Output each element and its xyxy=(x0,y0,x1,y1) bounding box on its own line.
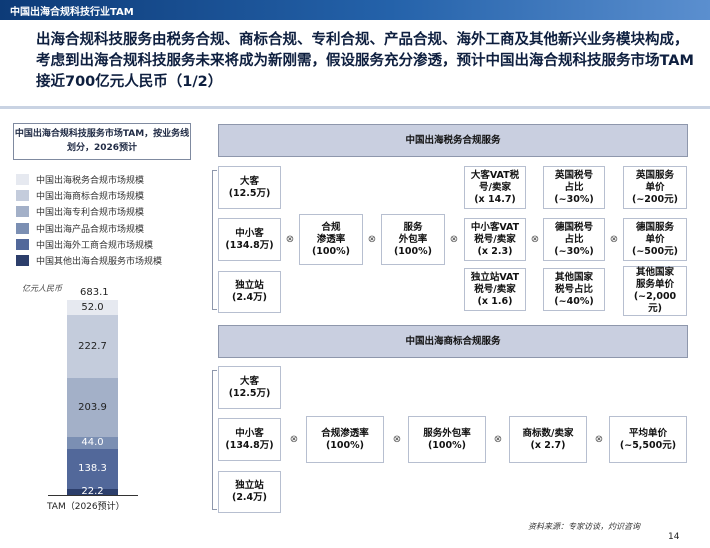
x-axis-line xyxy=(48,495,138,496)
bar-segment: 52.0 xyxy=(67,300,118,315)
legend-item: 中国出海外工商合规市场规模 xyxy=(16,236,162,252)
tax-section-title: 中国出海税务合规服务 xyxy=(218,124,688,157)
bar-segment: 222.7 xyxy=(67,314,118,379)
y-unit-label: 亿元人民币 xyxy=(22,284,62,293)
tax-price-uk: 英国服务 单价 (~200元) xyxy=(623,166,687,209)
tax-outsourcing-box: 服务 外包率 (100%) xyxy=(381,214,445,265)
tax-share-uk: 英国税号 占比 (~30%) xyxy=(543,166,605,209)
trademark-outsourcing-box: 服务外包率 (100%) xyxy=(408,416,486,463)
tax-segment-sme: 中小客 (134.8万) xyxy=(218,218,281,261)
legend: 中国出海税务合规市场规模中国出海商标合规市场规模中国出海专利合规市场规模中国出海… xyxy=(16,171,162,269)
trademark-penetration-box: 合规渗透率 (100%) xyxy=(306,416,384,463)
stacked-bar: 52.0 222.7 203.9 44.0 138.3 22.2 xyxy=(67,300,118,498)
multiply-icon: ⊗ xyxy=(367,234,377,245)
tax-segment-large: 大客 (12.5万) xyxy=(218,166,281,209)
multiply-icon: ⊗ xyxy=(530,234,540,245)
bar-segment-label: 44.0 xyxy=(81,437,104,449)
tax-vat-independent: 独立站VAT 税号/卖家 (x 1.6) xyxy=(464,268,526,311)
legend-swatch xyxy=(16,238,29,250)
legend-label: 中国出海外工商合规市场规模 xyxy=(36,240,154,251)
multiply-icon: ⊗ xyxy=(594,434,604,445)
trademark-segment-bracket xyxy=(212,370,217,510)
trademark-price-box: 平均单价 (~5,500元) xyxy=(609,416,687,463)
multiply-icon: ⊗ xyxy=(449,234,459,245)
legend-swatch xyxy=(16,255,29,267)
bar-segment: 203.9 xyxy=(67,378,118,437)
legend-item: 中国出海专利合规市场规模 xyxy=(16,204,162,220)
legend-label: 中国出海税务合规市场规模 xyxy=(36,175,145,186)
bar-segment-label: 222.7 xyxy=(78,341,107,353)
bar-segment-label: 203.9 xyxy=(78,402,107,413)
tax-price-de: 德国服务 单价 (~500元) xyxy=(623,218,687,261)
tax-vat-large: 大客VAT税 号/卖家 (x 14.7) xyxy=(464,166,526,209)
tax-price-other: 其他国家 服务单价 (~2,000 元) xyxy=(623,266,687,316)
trademark-segment-sme: 中小客 (134.8万) xyxy=(218,418,281,461)
legend-label: 中国出海商标合规市场规模 xyxy=(36,191,145,202)
multiply-icon: ⊗ xyxy=(493,434,503,445)
trademark-segment-large: 大客 (12.5万) xyxy=(218,366,281,409)
multiply-icon: ⊗ xyxy=(285,234,295,245)
bar-segment-label: 52.0 xyxy=(81,301,104,313)
bar-segment: 22.2 xyxy=(67,486,118,498)
legend-label: 中国出海专利合规市场规模 xyxy=(36,208,145,219)
header-bar: 中国出海合规科技行业TAM xyxy=(0,0,710,20)
headline-divider xyxy=(0,106,710,109)
tax-share-de: 德国税号 占比 (~30%) xyxy=(543,218,605,261)
multiply-icon: ⊗ xyxy=(609,234,619,245)
legend-swatch xyxy=(16,222,29,234)
bar-segment: 138.3 xyxy=(67,449,118,489)
header-title: 中国出海合规科技行业TAM xyxy=(10,7,134,18)
tax-segment-independent: 独立站 (2.4万) xyxy=(218,271,281,313)
trademark-section-title: 中国出海商标合规服务 xyxy=(218,325,688,358)
tax-share-other: 其他国家 税号占比 (~40%) xyxy=(543,268,605,311)
legend-label: 中国其他出海合规服务市场规模 xyxy=(36,257,163,268)
trademark-count-box: 商标数/卖家 (x 2.7) xyxy=(509,416,587,463)
bar-total-label: 683.1 xyxy=(80,287,109,298)
legend-swatch xyxy=(16,206,29,218)
legend-item: 中国出海产品合规市场规模 xyxy=(16,220,162,236)
legend-item: 中国出海税务合规市场规模 xyxy=(16,171,162,187)
tax-penetration-box: 合规 渗透率 (100%) xyxy=(299,214,363,265)
legend-item: 中国其他出海合规服务市场规模 xyxy=(16,252,162,268)
bar-segment-label: 22.2 xyxy=(81,486,104,498)
legend-swatch xyxy=(16,189,29,201)
bar-segment-label: 138.3 xyxy=(78,463,107,475)
x-tick-label: TAM（2026预计） xyxy=(47,502,125,512)
source-note: 资料来源：专家访谈，灼识咨询 xyxy=(528,522,640,531)
multiply-icon: ⊗ xyxy=(392,434,402,445)
tax-segment-bracket xyxy=(212,170,217,310)
bar-segment: 44.0 xyxy=(67,436,118,450)
legend-label: 中国出海产品合规市场规模 xyxy=(36,224,145,235)
multiply-icon: ⊗ xyxy=(289,434,299,445)
legend-swatch xyxy=(16,173,29,185)
trademark-segment-independent: 独立站 (2.4万) xyxy=(218,471,281,513)
headline: 出海合规科技服务由税务合规、商标合规、专利合规、产品合规、海外工商及其他新兴业务… xyxy=(36,32,694,90)
legend-title: 中国出海合规科技服务市场TAM，按业务线划分，2026预计 xyxy=(13,123,191,160)
page-number: 14 xyxy=(668,532,680,542)
legend-item: 中国出海商标合规市场规模 xyxy=(16,187,162,203)
tax-vat-sme: 中小客VAT 税号/卖家 (x 2.3) xyxy=(464,218,526,261)
